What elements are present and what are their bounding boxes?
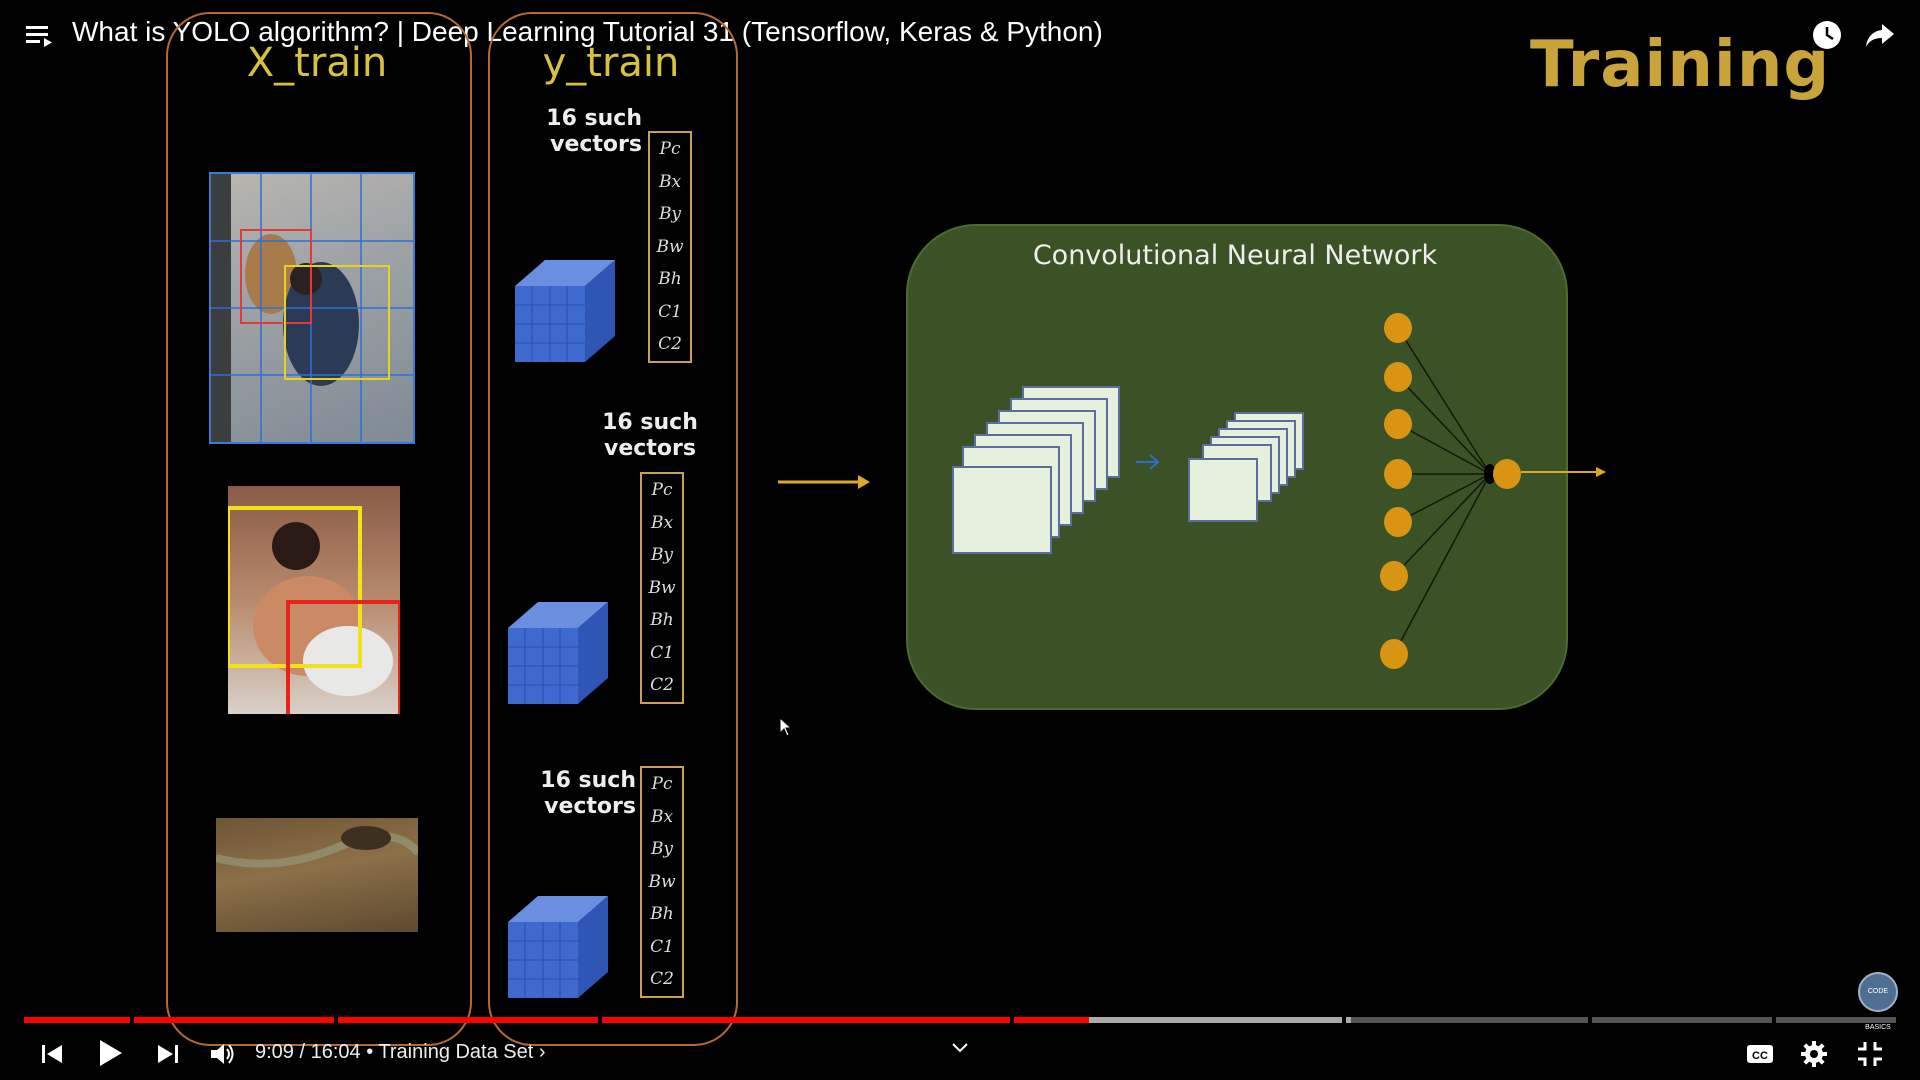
chevron-down-icon[interactable] — [950, 1040, 970, 1056]
vector-item-c2: C2 — [658, 334, 682, 354]
progress-bar[interactable] — [24, 1017, 1896, 1023]
vector-item-bw: Bw — [656, 236, 684, 257]
vector-item-c1: C1 — [650, 936, 674, 957]
training-heading: Training — [1530, 28, 1831, 102]
vector-item-c2: C2 — [650, 969, 674, 989]
target-vector-2: Pc Bx By Bw Bh C1 C2 — [640, 472, 684, 704]
feature-map-small — [1188, 458, 1258, 522]
playlist-menu-icon[interactable] — [26, 24, 56, 48]
target-vector-1: Pc Bx By Bw Bh C1 C2 — [648, 131, 692, 363]
vector-item-bx: Bx — [650, 806, 674, 827]
time-and-chapter[interactable]: 9:09 / 16:04 • Training Data Set › — [255, 1041, 546, 1064]
vector-item-c1: C1 — [658, 301, 682, 322]
output-tensor-cube-3 — [508, 896, 608, 998]
vector-item-by: By — [658, 204, 682, 224]
volume-icon[interactable] — [208, 1040, 236, 1068]
vector-item-bw: Bw — [648, 871, 676, 892]
vector-item-by: By — [650, 839, 674, 859]
feature-map — [952, 466, 1052, 554]
play-icon[interactable] — [96, 1038, 124, 1068]
captions-icon[interactable]: CC — [1746, 1042, 1774, 1066]
vector-item-c2: C2 — [650, 675, 674, 695]
output-tensor-cube-1 — [515, 260, 615, 362]
vector-item-c1: C1 — [650, 642, 674, 663]
video-title[interactable]: What is YOLO algorithm? | Deep Learning … — [72, 16, 1103, 47]
codebasics-logo: CODE BASICS — [1858, 972, 1898, 1031]
training-image-2 — [228, 486, 400, 714]
settings-icon[interactable] — [1800, 1040, 1828, 1068]
chapter-title[interactable]: Training Data Set — [378, 1041, 534, 1063]
vector-item-bh: Bh — [658, 269, 682, 289]
vector-item-bw: Bw — [648, 577, 676, 598]
video-header — [0, 0, 1920, 70]
x-train-title: X_train — [246, 40, 388, 86]
mouse-cursor-icon — [779, 717, 793, 737]
target-vector-3: Pc Bx By Bw Bh C1 C2 — [640, 766, 684, 998]
chapter-separator: • — [366, 1041, 379, 1063]
training-image-1 — [209, 172, 415, 444]
vector-item-bx: Bx — [658, 171, 682, 192]
exit-fullscreen-icon[interactable] — [1856, 1040, 1884, 1068]
chapter-chevron-icon[interactable]: › — [538, 1041, 546, 1063]
dense-layer-diagram — [1380, 313, 1606, 669]
vector-item-pc: Pc — [651, 480, 673, 500]
vector-item-pc: Pc — [659, 139, 681, 159]
y-train-title: y_train — [542, 40, 680, 86]
cnn-title: Convolutional Neural Network — [1032, 240, 1438, 271]
vector-item-by: By — [650, 545, 674, 565]
previous-icon[interactable] — [40, 1042, 64, 1066]
time-display: 9:09 / 16:04 — [255, 1041, 361, 1063]
vector-item-bx: Bx — [650, 512, 674, 533]
vector-item-bh: Bh — [650, 904, 674, 924]
share-icon[interactable] — [1864, 20, 1896, 50]
cnn-inner-arrow-icon — [1136, 454, 1160, 470]
watch-later-clock-icon[interactable] — [1812, 20, 1842, 50]
next-icon[interactable] — [156, 1042, 180, 1066]
x-train-panel — [166, 12, 472, 1046]
vector-item-pc: Pc — [651, 774, 673, 794]
y-train-panel — [488, 12, 738, 1046]
svg-text:CC: CC — [1752, 1050, 1768, 1062]
output-tensor-cube-2 — [508, 602, 608, 704]
vector-item-bh: Bh — [650, 610, 674, 630]
input-arrow-icon — [778, 475, 870, 489]
training-image-3 — [216, 818, 418, 932]
